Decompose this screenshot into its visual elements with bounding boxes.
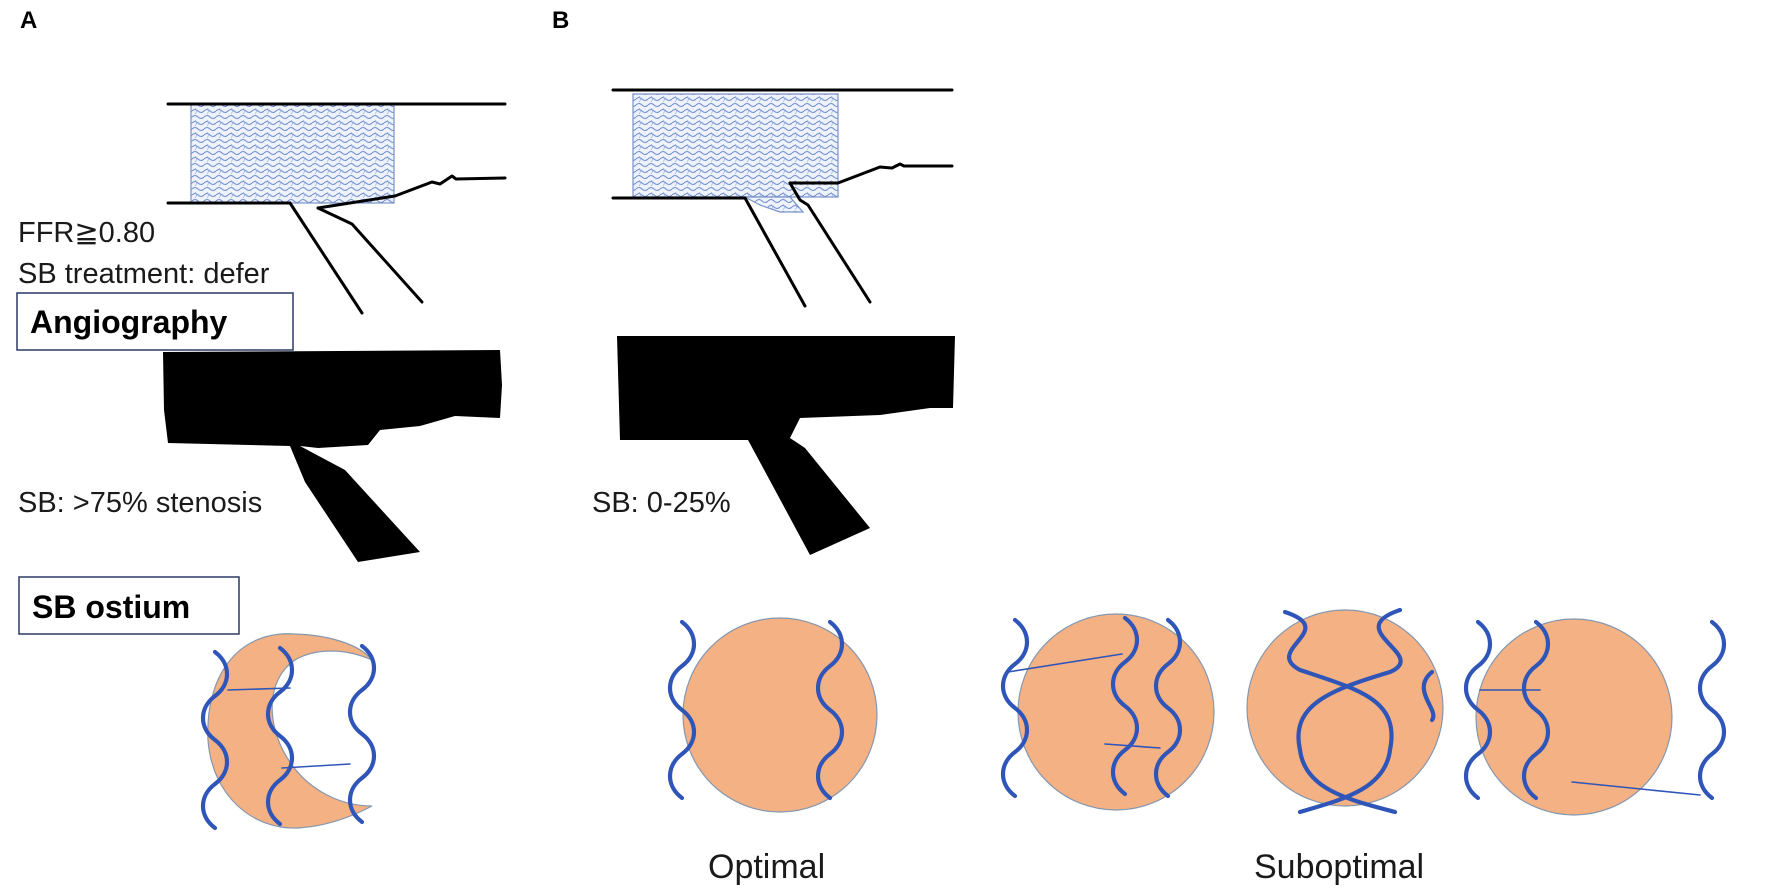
panel-a-letter: A [20, 7, 37, 34]
suboptimal3-strut-c [1700, 622, 1724, 798]
svg-text:Angiography: Angiography [30, 304, 228, 340]
ostium-suboptimal-2 [1246, 607, 1444, 815]
suboptimal2-strut-b [1296, 607, 1403, 815]
ostium-suboptimal-1 [1003, 613, 1215, 811]
ostium-crescent [207, 633, 373, 829]
sb-treatment-text: SB treatment: defer [18, 258, 270, 290]
angiography-result-a: SB: >75% stenosis [18, 487, 262, 519]
main-vessel-lower-wall [166, 174, 507, 210]
panel-b-stent-schematic [611, 88, 954, 308]
ostium-circle-suboptimal-2 [1246, 609, 1444, 807]
ostium-a-strut-right [350, 646, 374, 822]
main-vessel-lower-wall-b [611, 162, 954, 200]
svg-text:SB ostium: SB ostium [32, 589, 190, 625]
ostium-optimal [670, 617, 878, 813]
angiography-silhouette-a [163, 350, 502, 562]
sb-ostium-label: SB ostium [18, 576, 240, 635]
suboptimal2-strut-a [1282, 609, 1394, 815]
ostial-stent-protrusion [744, 196, 805, 213]
optimal-label: Optimal [708, 848, 825, 886]
ffr-value: FFR≧0.80 [18, 217, 155, 249]
ostium-a-link-upper [227, 687, 291, 691]
main-vessel-stent-b [632, 93, 839, 198]
panel-b-letter: B [552, 7, 569, 34]
ostium-a-jailed [203, 633, 374, 829]
suboptimal1-link-upper [1007, 653, 1123, 673]
panel-a-stent-schematic [166, 102, 507, 315]
side-branch-wall-b [743, 181, 872, 308]
angiography-label: Angiography [16, 292, 294, 351]
suboptimal1-link-lower [1104, 743, 1161, 749]
ostium-circle-optimal [682, 617, 878, 813]
ostium-circle-suboptimal-3 [1475, 618, 1673, 816]
main-vessel-stent [190, 103, 395, 204]
angiography-result-b: SB: 0-25% [592, 487, 731, 519]
suboptimal-label: Suboptimal [1254, 848, 1424, 886]
suboptimal3-link-lower [1571, 781, 1701, 796]
suboptimal2-strut-c [1421, 669, 1436, 723]
ostium-suboptimal-3 [1466, 618, 1724, 816]
ostium-a-link-lower [281, 763, 351, 769]
angiography-silhouette-b [617, 336, 955, 555]
side-branch-wall [288, 201, 424, 315]
